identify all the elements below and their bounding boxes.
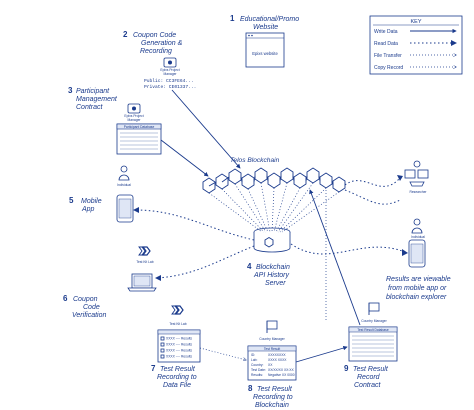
individual-right-label: Individual <box>411 235 425 239</box>
step-6-label-line3: Verification <box>72 312 106 319</box>
step-6-coupon-verification: Test Kit Lab 6 Coupon Code Verification <box>63 246 157 319</box>
pm2-title-line1: Epixs Project <box>124 114 143 118</box>
country-manager-label: Country Manager <box>259 337 285 341</box>
legend-key: KEY Write Data Read Data File Transfer C… <box>369 15 463 75</box>
step-1-label-line1: Educational/Promo <box>240 16 299 23</box>
step-8-label-line2: Recording to <box>253 394 293 401</box>
participant-table-header: Participant Database <box>124 125 155 129</box>
record-lab-key: Lab: <box>251 358 258 362</box>
record-lab-value: XXXX XXXX <box>268 358 287 362</box>
record-id-key: ID: <box>251 353 255 357</box>
researcher-label: Researcher <box>409 190 427 194</box>
record-date-key: Test Date: <box>251 368 266 372</box>
step-6-label-line2: Code <box>83 304 100 311</box>
step-3-label-line1: Participant <box>76 88 110 95</box>
flag-2-icon <box>368 302 380 312</box>
step-1-label-line2: Website <box>253 24 278 31</box>
record-date-value: XX/XX/XX XX:XX <box>268 368 294 372</box>
results-text-line2: from mobile app or <box>388 285 447 292</box>
pm2-title-line2: Manager <box>127 118 141 122</box>
step-7-label-line2: Recording to <box>157 374 197 381</box>
step-3-participant-management: 3 Participant Management Contract Epixs … <box>68 86 162 155</box>
key-title: KEY <box>410 19 421 25</box>
record-results-key: Results: <box>251 373 263 377</box>
record-results-value: Negative XX 0000 <box>268 373 295 377</box>
step-3-label-line3: Contract <box>76 104 104 111</box>
website-label: Epixs website <box>252 51 278 56</box>
step-4-label-line2: API History <box>253 272 290 279</box>
flow-connectors <box>133 89 408 363</box>
key-file-transfer: File Transfer <box>374 53 402 59</box>
step-7-data-file: Test Kit Lab XXXX ---- Results XXXX ----… <box>151 305 201 389</box>
results-text-line1: Results are viewable <box>386 276 451 283</box>
blockchain-blocks <box>202 167 346 194</box>
step-2-label-line2: Generation & <box>141 40 183 47</box>
flag-icon <box>266 320 278 330</box>
step-2-label-line3: Recording <box>140 48 172 55</box>
step-4-label-line3: Server <box>265 280 286 287</box>
researcher: Researcher <box>404 160 429 194</box>
website-window <box>245 32 285 68</box>
data-file-row-1: XXXX ---- Results <box>166 337 192 341</box>
record-country-value: XX <box>268 363 273 367</box>
test-result-record <box>247 345 297 381</box>
individual-label: Individual <box>117 183 131 187</box>
step-4-api-server: 4 Blockchain API History Server <box>247 227 291 287</box>
data-file-row-3: XXXX ---- Results <box>166 349 192 353</box>
pm1-private-key: Private: CE01337... <box>144 84 196 90</box>
results-text-line3: blockchain explorer <box>386 294 447 301</box>
step-3-number: 3 <box>68 86 73 95</box>
key-copy-record: Copy Record <box>374 65 403 71</box>
country-manager-2-label: Country Manager <box>361 319 387 323</box>
step-9-number: 9 <box>344 364 349 373</box>
pm1-title-line2: Manager <box>163 72 177 76</box>
step-8-label-line1: Test Result <box>257 386 293 393</box>
step-6-label-line1: Coupon <box>73 296 98 303</box>
pm1-public-key: Public: CC3FE64... <box>144 78 194 84</box>
step-5-number: 5 <box>69 196 74 205</box>
test-result-header: Test Result <box>264 347 280 351</box>
step-1-website: 1 Educational/Promo Website Epixs websit… <box>230 14 299 68</box>
blockchain-server-links <box>208 182 340 233</box>
telos-blockchain: Telos Blockchain <box>202 157 346 194</box>
data-file-row-2: XXXX ---- Results <box>166 343 192 347</box>
step-3-label-line2: Management <box>76 96 118 103</box>
step-2-number: 2 <box>123 30 128 39</box>
step-5-label-line2: App <box>81 206 95 213</box>
individual-icon <box>120 165 128 173</box>
step-7-number: 7 <box>151 364 156 373</box>
step-8-number: 8 <box>248 384 253 393</box>
record-country-key: Country: <box>251 363 264 367</box>
step-6-number: 6 <box>63 294 68 303</box>
pm1-title-line1: Epixs Project <box>160 68 179 72</box>
step-9-label-line2: Record <box>357 374 381 381</box>
step-8-label-line3: Blockchain <box>255 402 289 409</box>
step-1-number: 1 <box>230 14 235 23</box>
individual-right: Individual Results are viewable from mob… <box>386 218 451 301</box>
key-read-data: Read Data <box>374 41 398 47</box>
step-4-label-line1: Blockchain <box>256 264 290 271</box>
step-8-test-result: Country Manager Test Result ID: XXXXXXXX… <box>247 320 297 409</box>
blockchain-label: Telos Blockchain <box>230 157 280 164</box>
step-2-coupon-generation: 2 Coupon Code Generation & Recording Epi… <box>123 30 196 90</box>
step-9-label-line1: Test Result <box>353 366 389 373</box>
step-7-label-line1: Test Result <box>160 366 196 373</box>
test-kit-lab-2-label: Test Kit Lab <box>169 322 186 326</box>
server-cylinder <box>253 232 291 253</box>
step-4-number: 4 <box>247 262 252 271</box>
data-file-row-4: XXXX ---- Results <box>166 355 192 359</box>
contract-header: Test Result Database <box>357 328 389 332</box>
test-kit-lab-icon <box>141 246 151 256</box>
step-5-label-line1: Mobile <box>81 198 102 205</box>
test-kit-lab-label: Test Kit Lab <box>136 260 153 264</box>
record-id-value: XXXXXXXX <box>268 353 286 357</box>
key-write-data: Write Data <box>374 29 398 35</box>
step-5-mobile-app: Individual 5 Mobile App <box>69 165 134 223</box>
step-7-label-line3: Data File <box>163 382 191 389</box>
step-9-label-line3: Contract <box>354 382 382 389</box>
step-9-contract: Country Manager Test Result Database 9 T… <box>344 302 398 389</box>
step-2-label-line1: Coupon Code <box>133 32 176 39</box>
